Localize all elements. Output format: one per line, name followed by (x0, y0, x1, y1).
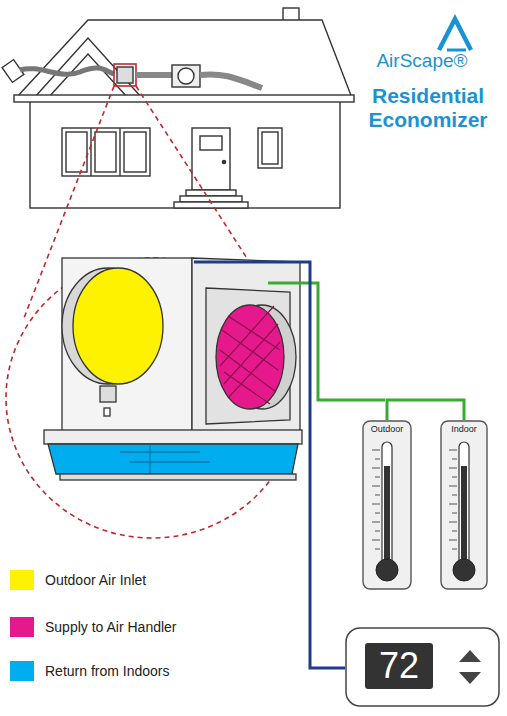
economizer-mini (117, 67, 133, 83)
window-mullion (90, 128, 91, 176)
duct (136, 72, 172, 78)
scale-tick (452, 531, 457, 532)
scale-tick (452, 477, 457, 478)
scale-tick (375, 549, 380, 550)
window-mullion (119, 128, 120, 176)
unit-front-panel (62, 258, 192, 442)
thermometer-column (461, 466, 467, 568)
scale-tick (449, 522, 457, 523)
callout-circle (6, 258, 298, 538)
thermostat-wire (194, 262, 345, 668)
base-plate (44, 430, 302, 444)
temperature-readout: 72 (365, 643, 433, 689)
thermometer-column (384, 466, 390, 568)
scale-tick (449, 450, 457, 451)
scale-tick (449, 540, 457, 541)
door (192, 128, 230, 190)
brand-logo-text: AirScape® (366, 50, 478, 72)
legend-text: Outdoor Air Inlet (45, 570, 146, 590)
sensor-wire (268, 283, 385, 400)
thermostat-frame (346, 628, 499, 706)
sensor-label: Outdoor (362, 424, 412, 435)
down-arrow (459, 672, 481, 684)
scale-tick (372, 522, 380, 523)
indoor-thermometer: Indoor (440, 420, 488, 590)
scale-tick (375, 531, 380, 532)
window-pane (262, 132, 278, 164)
actuator-box (100, 386, 116, 402)
window-pane (124, 132, 146, 172)
legend-swatch (10, 570, 34, 590)
supply-outlet (216, 305, 284, 409)
legend-text: Return from Indoors (45, 661, 170, 681)
sensor-wire (387, 400, 464, 420)
scale-tick (452, 459, 457, 460)
up-arrow (459, 650, 481, 662)
small-window (258, 128, 282, 168)
base-rail (60, 474, 296, 480)
house-illustration (2, 8, 354, 208)
scale-tick (452, 513, 457, 514)
sensor-label: Indoor (440, 424, 488, 435)
roof (16, 20, 352, 98)
scale-tick (375, 495, 380, 496)
diagram-title: Residential Economizer (356, 84, 500, 132)
scale-tick (452, 495, 457, 496)
thermometer-body (440, 420, 488, 590)
scale-tick (452, 549, 457, 550)
thermometer-frame (441, 421, 487, 589)
thermometer-bulb (376, 559, 398, 581)
scale-tick (372, 450, 380, 451)
scale-tick (372, 468, 380, 469)
thermostat: 72 (345, 627, 500, 707)
door-window (200, 136, 222, 150)
thermometer-frame (363, 421, 411, 589)
logo-mark (439, 19, 471, 50)
unit-side-panel (192, 258, 300, 442)
damper-blades (220, 306, 280, 404)
window-pane (66, 132, 87, 172)
outdoor-inlet (73, 268, 163, 384)
eave-trim (14, 95, 354, 102)
duct (200, 74, 262, 88)
economizer-unit (44, 258, 302, 480)
door-knob (222, 160, 225, 163)
house-wall (30, 100, 340, 208)
scale-tick (372, 486, 380, 487)
flex-duct (20, 68, 114, 74)
return-opening (48, 444, 298, 474)
window (62, 128, 150, 176)
scale-tick (449, 486, 457, 487)
thermometer-bulb (453, 559, 475, 581)
zoom-callout (6, 86, 298, 538)
legend-text: Supply to Air Handler (45, 617, 177, 637)
outdoor-thermometer: Outdoor (362, 420, 412, 590)
scale-tick (372, 540, 380, 541)
scale-tick (449, 504, 457, 505)
scale-tick (375, 459, 380, 460)
terminal (104, 408, 110, 416)
scale-tick (375, 513, 380, 514)
scale-tick (372, 504, 380, 505)
scale-tick (449, 468, 457, 469)
legend-swatch (10, 617, 34, 637)
air-handler-mini (172, 65, 200, 87)
fan (178, 68, 194, 84)
legend-swatch (10, 661, 34, 681)
economizer-highlight (114, 64, 136, 86)
return-grille (120, 444, 210, 474)
scale-tick (375, 477, 380, 478)
window-pane (95, 132, 116, 172)
step (186, 190, 236, 196)
thermometer-body (362, 420, 412, 590)
